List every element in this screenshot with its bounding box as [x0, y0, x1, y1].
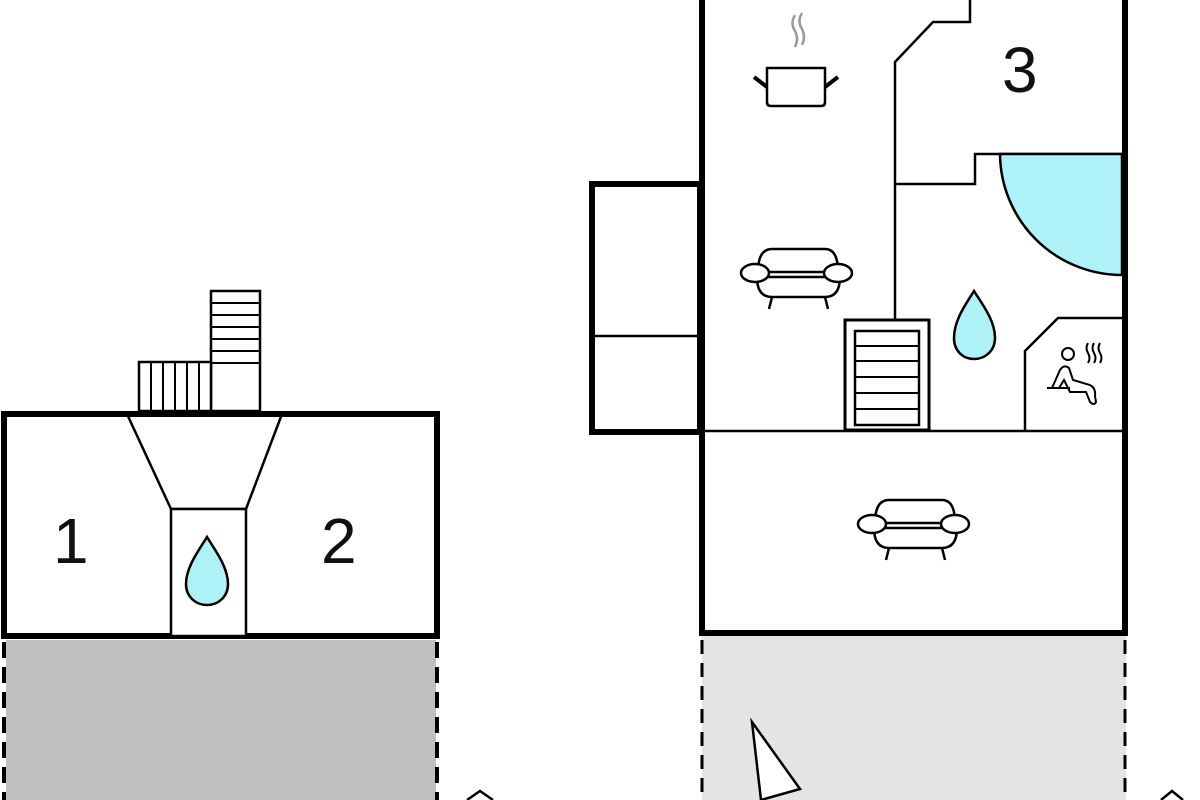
annex	[589, 181, 703, 435]
north-arrow-icon	[750, 717, 803, 800]
marker-icon	[466, 789, 494, 800]
marker-icon	[1160, 789, 1184, 800]
room-number-3: 3	[1002, 34, 1038, 106]
sauna-wall	[1023, 316, 1125, 431]
outdoor-stairs	[137, 289, 262, 413]
cooking-pot-icon	[752, 12, 840, 108]
room-number-1: 1	[53, 505, 89, 577]
terrace-left	[6, 640, 436, 800]
sauna-icon	[1047, 342, 1103, 405]
indoor-stairs	[843, 318, 931, 432]
sofa-icon	[739, 247, 854, 310]
water-drop-icon	[184, 534, 230, 607]
left-building: 1 2	[1, 289, 440, 800]
hot-tub	[998, 152, 1124, 277]
right-building: 3	[589, 0, 1128, 800]
sofa-icon	[856, 498, 971, 561]
room-number-2: 2	[321, 505, 357, 577]
water-drop-icon	[952, 288, 997, 361]
